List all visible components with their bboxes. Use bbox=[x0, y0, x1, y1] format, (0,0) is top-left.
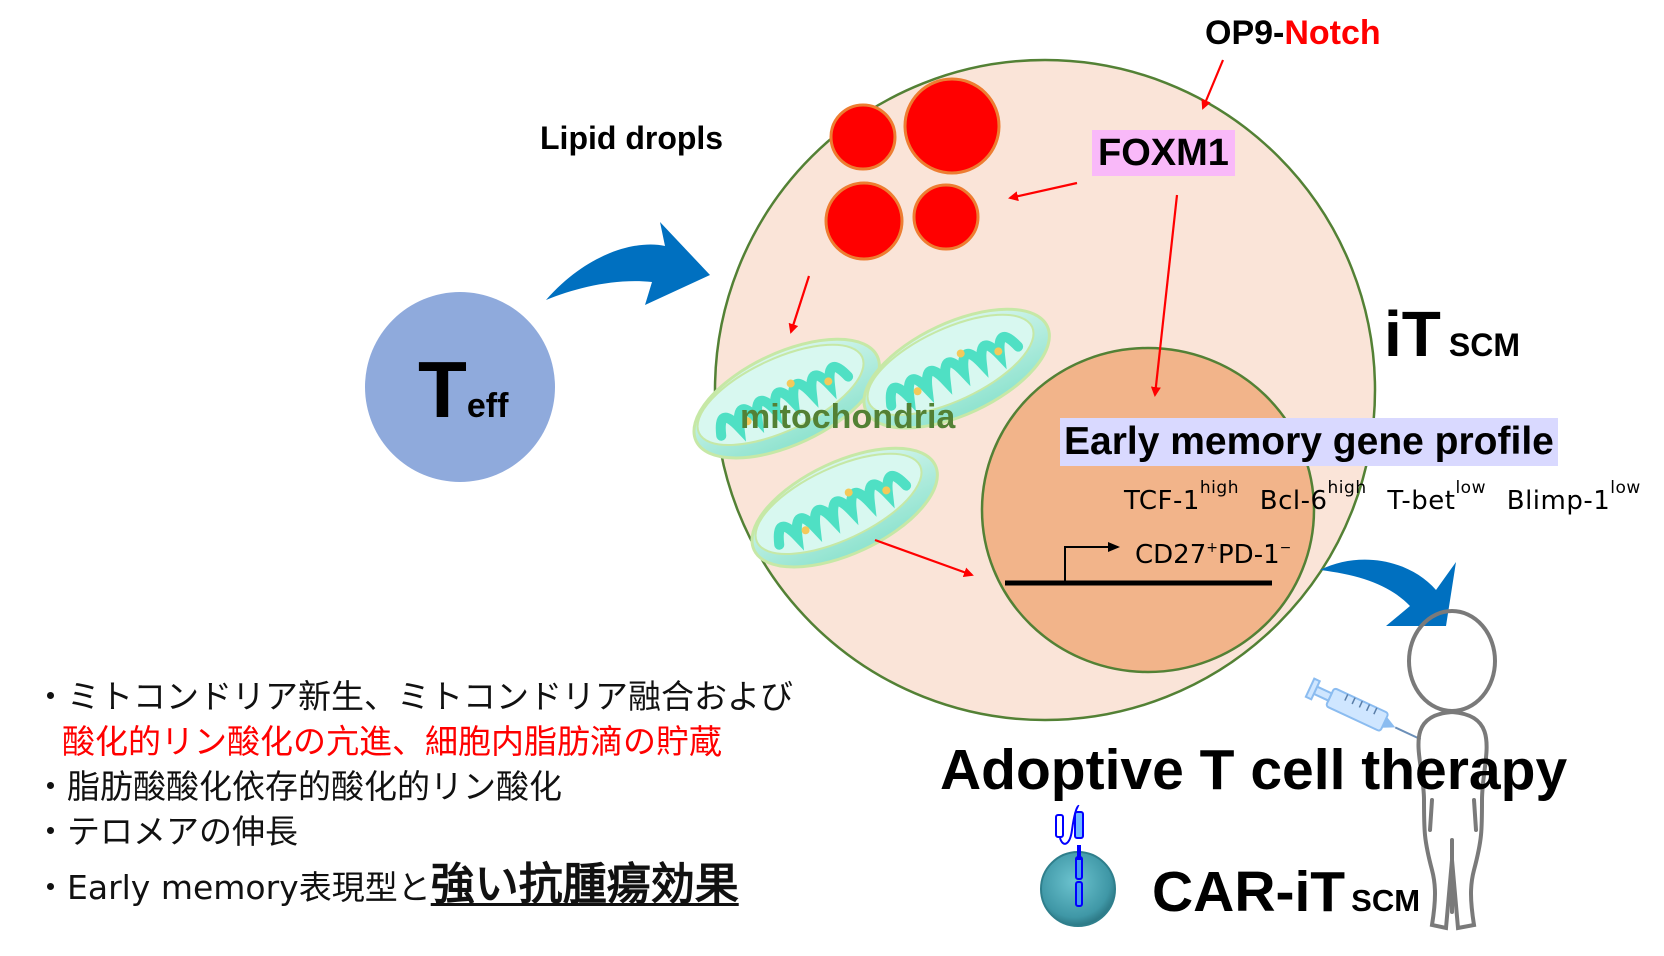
surface-markers: CD27+PD-1− bbox=[1135, 540, 1291, 570]
lipid-droplets bbox=[824, 77, 1001, 261]
car-sub: SCM bbox=[1351, 883, 1421, 918]
marker-name: CD27 bbox=[1135, 540, 1207, 570]
gene-tbet: T-betlow bbox=[1387, 478, 1486, 516]
arrow-mito-to-nucleus bbox=[874, 538, 974, 577]
teff-sub: eff bbox=[466, 387, 509, 425]
gene-bcl6: Bcl-6high bbox=[1259, 478, 1367, 516]
marker-pd1: PD-1− bbox=[1218, 540, 1291, 570]
promoter-arrow-icon bbox=[1064, 542, 1120, 583]
mitochondrion bbox=[750, 446, 939, 569]
gene-expression-list: TCF-1high Bcl-6high T-betlow Blimp-1low bbox=[1124, 478, 1653, 516]
arrow-lipid-to-mito bbox=[788, 275, 811, 334]
lipid-droplet bbox=[903, 77, 1001, 175]
bullet-item-3: ・テロメアの伸長 bbox=[34, 812, 298, 851]
gene-name: TCF-1 bbox=[1124, 486, 1200, 516]
lipid-droplet bbox=[912, 183, 980, 251]
bullet-item-4-emphasis: 強い抗腫瘍効果 bbox=[430, 859, 739, 910]
gene-tcf1: TCF-1high bbox=[1124, 478, 1239, 516]
teff-main: T bbox=[418, 345, 467, 434]
bullet-item-4: ・Early memory表現型と強い抗腫瘍効果 bbox=[34, 862, 793, 910]
gene-level: high bbox=[1327, 478, 1367, 498]
mitochondria-group bbox=[692, 307, 1051, 569]
early-memory-profile-label: Early memory gene profile bbox=[1060, 418, 1558, 466]
lipid-droplet bbox=[824, 181, 904, 261]
gene-name: Bcl-6 bbox=[1259, 486, 1328, 516]
lipid-droplets-label: Lipid dropls bbox=[540, 120, 724, 156]
syringe-icon bbox=[1304, 677, 1422, 741]
marker-sign: − bbox=[1279, 540, 1292, 556]
blue-arrow-to-patient-icon bbox=[1320, 559, 1456, 626]
lipid-droplet bbox=[829, 103, 897, 171]
arrow-notch-to-foxm1 bbox=[1201, 59, 1225, 110]
marker-name: PD-1 bbox=[1218, 540, 1280, 570]
gene-name: Blimp-1 bbox=[1506, 486, 1611, 516]
patient-figure-icon bbox=[1407, 609, 1497, 931]
teff-cell bbox=[365, 292, 555, 482]
mitochondria-label: mitochondria bbox=[740, 398, 956, 436]
op9-prefix: OP9- bbox=[1205, 14, 1285, 52]
bullet-item-1-line-1: ・ミトコンドリア新生、ミトコンドリア融合および bbox=[34, 677, 793, 716]
foxm1-label: FOXM1 bbox=[1092, 130, 1235, 176]
mitochondrion bbox=[692, 337, 881, 460]
arrow-foxm1-to-nucleus bbox=[1150, 194, 1179, 397]
mitochondrion bbox=[862, 307, 1051, 430]
car-t-cell-icon bbox=[1040, 805, 1116, 927]
adoptive-therapy-label: Adoptive T cell therapy bbox=[940, 738, 1568, 802]
notch-label: Notch bbox=[1284, 14, 1381, 52]
arrow-foxm1-to-lipid bbox=[1008, 181, 1078, 202]
marker-cd27: CD27+ bbox=[1135, 540, 1218, 570]
gene-level: high bbox=[1199, 478, 1239, 498]
op9-notch-label: OP9-Notch bbox=[1205, 14, 1381, 53]
itscm-sub: SCM bbox=[1448, 327, 1520, 363]
blue-arrow-to-itscm-icon bbox=[546, 222, 710, 305]
findings-list: ・ミトコンドリア新生、ミトコンドリア融合および 酸化的リン酸化の亢進、細胞内脂肪… bbox=[34, 674, 793, 910]
car-main: CAR-iT bbox=[1152, 860, 1346, 924]
bullet-item-4-prefix: ・Early memory表現型と bbox=[34, 868, 431, 907]
gene-name: T-bet bbox=[1387, 486, 1456, 516]
marker-sign: + bbox=[1206, 540, 1218, 556]
gene-level: low bbox=[1610, 478, 1641, 498]
bullet-item-2: ・脂肪酸酸化依存的酸化的リン酸化 bbox=[34, 767, 562, 806]
gene-blimp1: Blimp-1low bbox=[1506, 478, 1641, 516]
bullet-item-1-line-2: 酸化的リン酸化の亢進、細胞内脂肪滴の貯蔵 bbox=[62, 722, 722, 761]
gene-level: low bbox=[1455, 478, 1486, 498]
itscm-main: iT bbox=[1384, 298, 1441, 370]
teff-label: Teff bbox=[418, 350, 508, 446]
